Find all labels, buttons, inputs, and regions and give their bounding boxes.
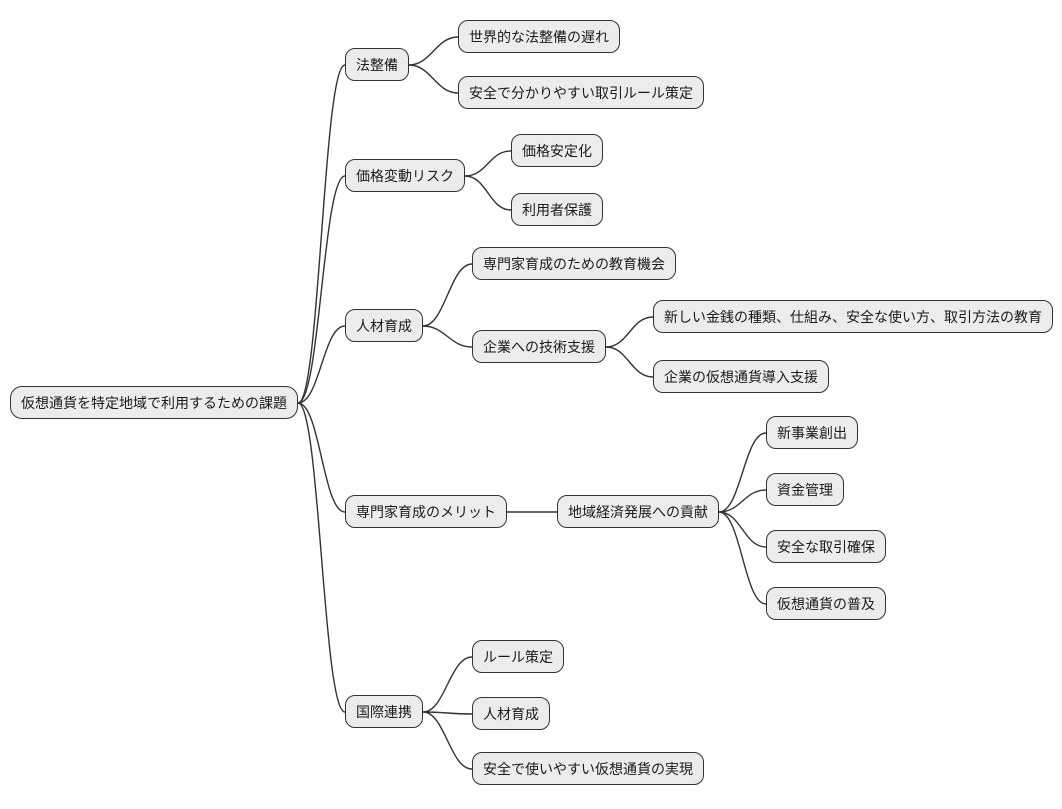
node-regional-economy-contribution: 地域経済発展への貢献: [557, 495, 719, 528]
node-expert-education-opportunities: 専門家育成のための教育機会: [472, 247, 676, 280]
edge-intl-rule-making: [422, 656, 473, 713]
node-legal-framework: 法整備: [345, 48, 409, 81]
node-price-volatility-risk: 価格変動リスク: [345, 159, 465, 192]
edge-regional-fund-mgmt: [718, 489, 767, 513]
edge-hr-tech-support: [422, 325, 473, 348]
node-international-cooperation: 国際連携: [345, 695, 423, 728]
node-fund-management: 資金管理: [766, 473, 844, 506]
node-root: 仮想通貨を特定地域で利用するための課題: [10, 386, 298, 419]
node-crypto-diffusion: 仮想通貨の普及: [766, 587, 886, 620]
node-price-stabilization: 価格安定化: [511, 134, 603, 167]
node-rule-making: ルール策定: [472, 640, 564, 673]
edge-hr-education: [422, 263, 473, 327]
edge-regional-diffusion: [718, 511, 767, 605]
node-safe-usable-crypto: 安全で使いやすい仮想通貨の実現: [472, 752, 704, 785]
node-global-legal-delay: 世界的な法整備の遅れ: [458, 20, 620, 53]
edge-root-legal: [297, 64, 346, 404]
node-crypto-adoption-support: 企業の仮想通貨導入支援: [653, 360, 829, 393]
edge-tech-new-money-edu: [605, 316, 654, 348]
edge-price-user-protection: [464, 175, 512, 211]
node-corporate-tech-support: 企業への技術支援: [472, 330, 606, 363]
node-hr-development: 人材育成: [345, 309, 423, 342]
node-expert-development-merit: 専門家育成のメリット: [345, 495, 507, 528]
node-safe-clear-trading-rules: 安全で分かりやすい取引ルール策定: [458, 76, 704, 109]
node-user-protection: 利用者保護: [511, 193, 603, 226]
edge-root-hr: [297, 325, 346, 404]
edge-intl-hr: [422, 711, 473, 715]
edge-price-stabilization: [464, 150, 512, 177]
edge-tech-adoption-support: [605, 346, 654, 378]
edge-intl-safe-crypto: [422, 711, 473, 770]
edge-root-international: [297, 402, 346, 713]
edge-root-price-risk: [297, 175, 346, 404]
edge-root-expert-merit: [297, 402, 346, 513]
node-new-money-education: 新しい金銭の種類、仕組み、安全な使い方、取引方法の教育: [653, 300, 1053, 333]
edge-legal-global-delay: [408, 36, 459, 66]
node-secure-transactions: 安全な取引確保: [766, 530, 886, 563]
edge-regional-secure-trade: [718, 511, 767, 548]
edge-legal-trading-rules: [408, 64, 459, 94]
node-new-business-creation: 新事業創出: [766, 416, 858, 449]
node-intl-hr-development: 人材育成: [472, 697, 550, 730]
edge-regional-new-business: [718, 432, 767, 513]
